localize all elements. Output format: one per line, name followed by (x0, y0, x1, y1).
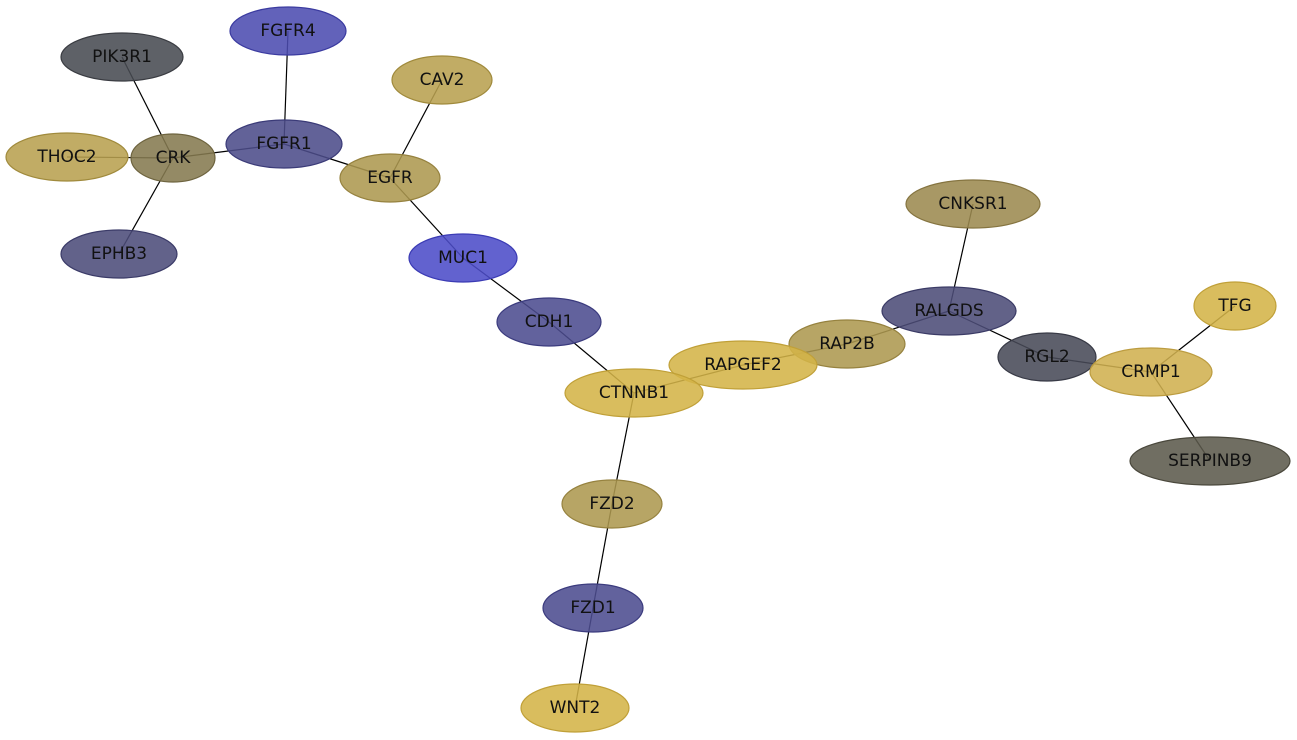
node-label-fzd2: FZD2 (589, 494, 634, 514)
node-shape-crk[interactable] (130, 133, 216, 183)
node-tfg[interactable]: TFG (1193, 281, 1277, 331)
node-label-cnksr1: CNKSR1 (938, 194, 1007, 214)
node-shape-cnksr1[interactable] (905, 179, 1041, 229)
node-fzd2[interactable]: FZD2 (561, 479, 663, 529)
node-ralgds[interactable]: RALGDS (881, 286, 1017, 336)
node-crk[interactable]: CRK (130, 133, 216, 183)
node-shape-ralgds[interactable] (881, 286, 1017, 336)
node-shape-ctnnb1[interactable] (564, 368, 704, 418)
node-label-cdh1: CDH1 (525, 312, 574, 332)
node-crmp1[interactable]: CRMP1 (1089, 347, 1213, 397)
node-fgfr1[interactable]: FGFR1 (225, 119, 343, 169)
node-shape-tfg[interactable] (1193, 281, 1277, 331)
node-label-cav2: CAV2 (420, 70, 465, 90)
node-shape-serpinb9[interactable] (1129, 436, 1291, 486)
node-label-wnt2: WNT2 (550, 698, 601, 718)
node-label-thoc2: THOC2 (36, 147, 96, 167)
node-ephb3[interactable]: EPHB3 (60, 229, 178, 279)
node-label-serpinb9: SERPINB9 (1168, 451, 1252, 471)
node-shape-cav2[interactable] (391, 55, 493, 105)
node-label-rapgef2: RAPGEF2 (704, 355, 782, 375)
node-shape-muc1[interactable] (408, 233, 518, 283)
node-fzd1[interactable]: FZD1 (542, 583, 644, 633)
node-label-rap2b: RAP2B (819, 334, 874, 354)
node-fgfr4[interactable]: FGFR4 (229, 6, 347, 56)
node-shape-rapgef2[interactable] (668, 340, 818, 390)
node-shape-fgfr1[interactable] (225, 119, 343, 169)
node-label-egfr: EGFR (367, 168, 413, 188)
node-thoc2[interactable]: THOC2 (5, 132, 129, 182)
node-shape-rap2b[interactable] (788, 319, 906, 369)
node-shape-egfr[interactable] (339, 153, 441, 203)
node-label-tfg: TFG (1217, 296, 1251, 316)
node-shape-wnt2[interactable] (520, 683, 630, 733)
node-ctnnb1[interactable]: CTNNB1 (564, 368, 704, 418)
node-label-ralgds: RALGDS (914, 301, 983, 321)
node-label-ctnnb1: CTNNB1 (599, 383, 669, 403)
node-shape-ephb3[interactable] (60, 229, 178, 279)
node-cnksr1[interactable]: CNKSR1 (905, 179, 1041, 229)
node-shape-rgl2[interactable] (997, 332, 1097, 382)
node-label-crmp1: CRMP1 (1121, 362, 1180, 382)
node-serpinb9[interactable]: SERPINB9 (1129, 436, 1291, 486)
node-cdh1[interactable]: CDH1 (496, 297, 602, 347)
node-muc1[interactable]: MUC1 (408, 233, 518, 283)
node-shape-fzd2[interactable] (561, 479, 663, 529)
node-egfr[interactable]: EGFR (339, 153, 441, 203)
node-label-fzd1: FZD1 (570, 598, 615, 618)
node-label-crk: CRK (156, 148, 192, 168)
node-pik3r1[interactable]: PIK3R1 (60, 32, 184, 82)
node-shape-cdh1[interactable] (496, 297, 602, 347)
node-cav2[interactable]: CAV2 (391, 55, 493, 105)
node-shape-crmp1[interactable] (1089, 347, 1213, 397)
node-rap2b[interactable]: RAP2B (788, 319, 906, 369)
node-rapgef2[interactable]: RAPGEF2 (668, 340, 818, 390)
node-wnt2[interactable]: WNT2 (520, 683, 630, 733)
node-label-rgl2: RGL2 (1024, 347, 1069, 367)
node-label-fgfr1: FGFR1 (256, 134, 311, 154)
node-shape-fgfr4[interactable] (229, 6, 347, 56)
node-shape-fzd1[interactable] (542, 583, 644, 633)
node-shape-thoc2[interactable] (5, 132, 129, 182)
node-label-pik3r1: PIK3R1 (92, 47, 152, 67)
node-rgl2[interactable]: RGL2 (997, 332, 1097, 382)
node-label-muc1: MUC1 (438, 248, 488, 268)
node-label-fgfr4: FGFR4 (260, 21, 315, 41)
node-label-ephb3: EPHB3 (91, 244, 147, 264)
node-shape-pik3r1[interactable] (60, 32, 184, 82)
